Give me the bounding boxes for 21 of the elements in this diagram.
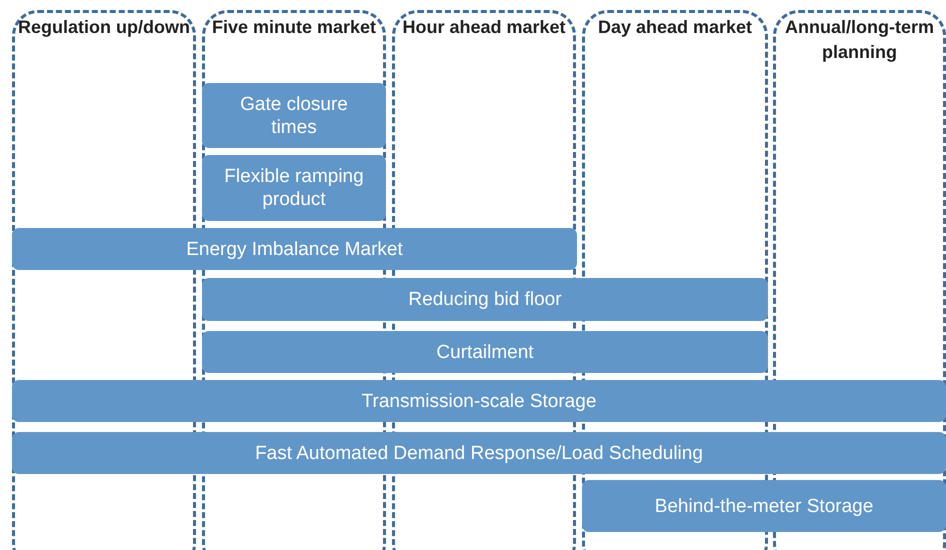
- initiative-bar: [202, 331, 768, 373]
- column-heading: Annual/long-term planning: [784, 16, 935, 64]
- initiative-bar: [202, 155, 386, 221]
- initiative-bar: [12, 432, 946, 474]
- bar-label: Energy Imbalance Market: [186, 238, 403, 260]
- bar-label: Reducing bid floor: [408, 288, 562, 311]
- initiative-bar: [12, 380, 946, 422]
- column-heading: Five minute market: [210, 16, 378, 39]
- initiative-bar: [12, 228, 577, 270]
- initiative-bar: [202, 278, 768, 321]
- bar-label: Behind-the-meter Storage: [654, 494, 874, 518]
- initiative-bar: [202, 83, 386, 148]
- bar-label: Curtailment: [436, 340, 534, 364]
- column-heading: Regulation up/down: [17, 16, 191, 39]
- bar-label: Fast Automated Demand Response/Load Scheduling: [255, 442, 703, 464]
- bar-label: Gate closure times: [239, 92, 349, 138]
- bar-label: Flexible ramping product: [223, 165, 365, 211]
- column-heading: Day ahead market: [596, 16, 754, 39]
- column-heading: Hour ahead market: [401, 16, 567, 39]
- bar-label: Transmission-scale Storage: [362, 390, 596, 412]
- initiative-bar: [582, 480, 946, 532]
